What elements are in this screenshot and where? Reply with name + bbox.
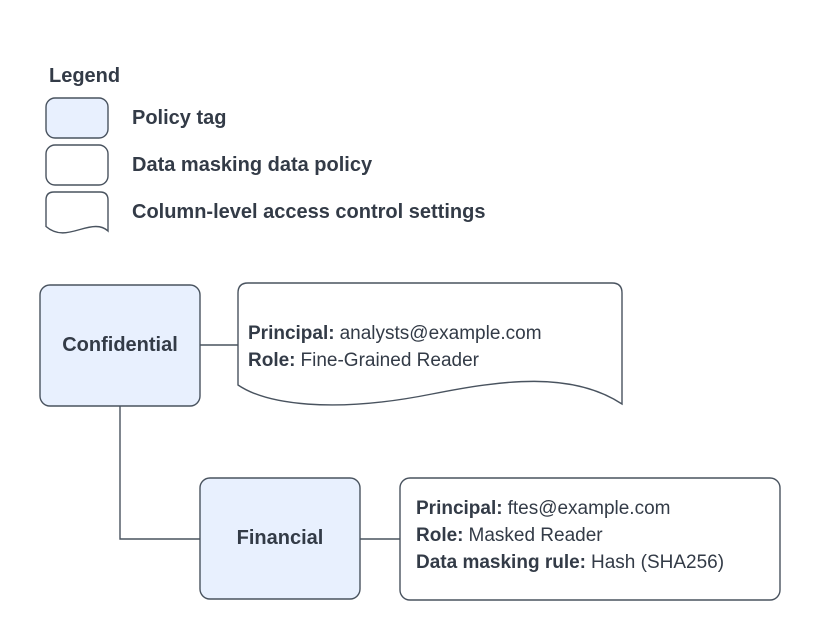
- financial-node-label: Financial: [236, 527, 324, 549]
- confidential-node-shape: [39, 284, 201, 407]
- settings-line-role-label: Role:: [248, 350, 296, 371]
- legend-title: Legend: [49, 65, 121, 87]
- policy-line-principal: Principal:ftes@example.com: [416, 495, 724, 522]
- financial-node-shape: [199, 477, 361, 600]
- policy-line-principal-label: Principal:: [416, 498, 503, 519]
- policy-line-role: Role:Masked Reader: [416, 522, 724, 549]
- confidential-settings-text: Principal:analysts@example.com Role:Fine…: [248, 320, 542, 374]
- settings-line-role-value: Fine-Grained Reader: [300, 350, 479, 371]
- settings-line-principal-value: analysts@example.com: [339, 323, 542, 344]
- policy-line-principal-value: ftes@example.com: [507, 498, 671, 519]
- policy-line-role-value: Masked Reader: [468, 525, 603, 546]
- legend-item-column-access-label: Column-level access control settings: [132, 200, 486, 223]
- legend-item-data-masking-policy-label: Data masking data policy: [132, 153, 373, 176]
- policy-line-role-label: Role:: [416, 525, 464, 546]
- settings-line-principal-label: Principal:: [248, 323, 335, 344]
- settings-line-role: Role:Fine-Grained Reader: [248, 347, 542, 374]
- connector-confidential-to-financial: [119, 406, 200, 540]
- confidential-settings-shape: [237, 282, 623, 406]
- financial-policy-shape: [399, 477, 781, 601]
- legend-item-policy-tag-label: Policy tag: [132, 106, 227, 129]
- legend-data-masking-policy-swatch: [45, 144, 109, 186]
- financial-policy-text: Principal:ftes@example.com Role:Masked R…: [416, 495, 724, 576]
- policy-line-masking-rule-label: Data masking rule:: [416, 552, 586, 573]
- legend-column-access-swatch: [45, 191, 109, 234]
- settings-line-principal: Principal:analysts@example.com: [248, 320, 542, 347]
- policy-line-masking-rule-value: Hash (SHA256): [591, 552, 725, 573]
- legend-policy-tag-swatch: [45, 97, 109, 139]
- policy-line-masking-rule: Data masking rule:Hash (SHA256): [416, 549, 724, 576]
- confidential-node-label: Confidential: [62, 334, 178, 356]
